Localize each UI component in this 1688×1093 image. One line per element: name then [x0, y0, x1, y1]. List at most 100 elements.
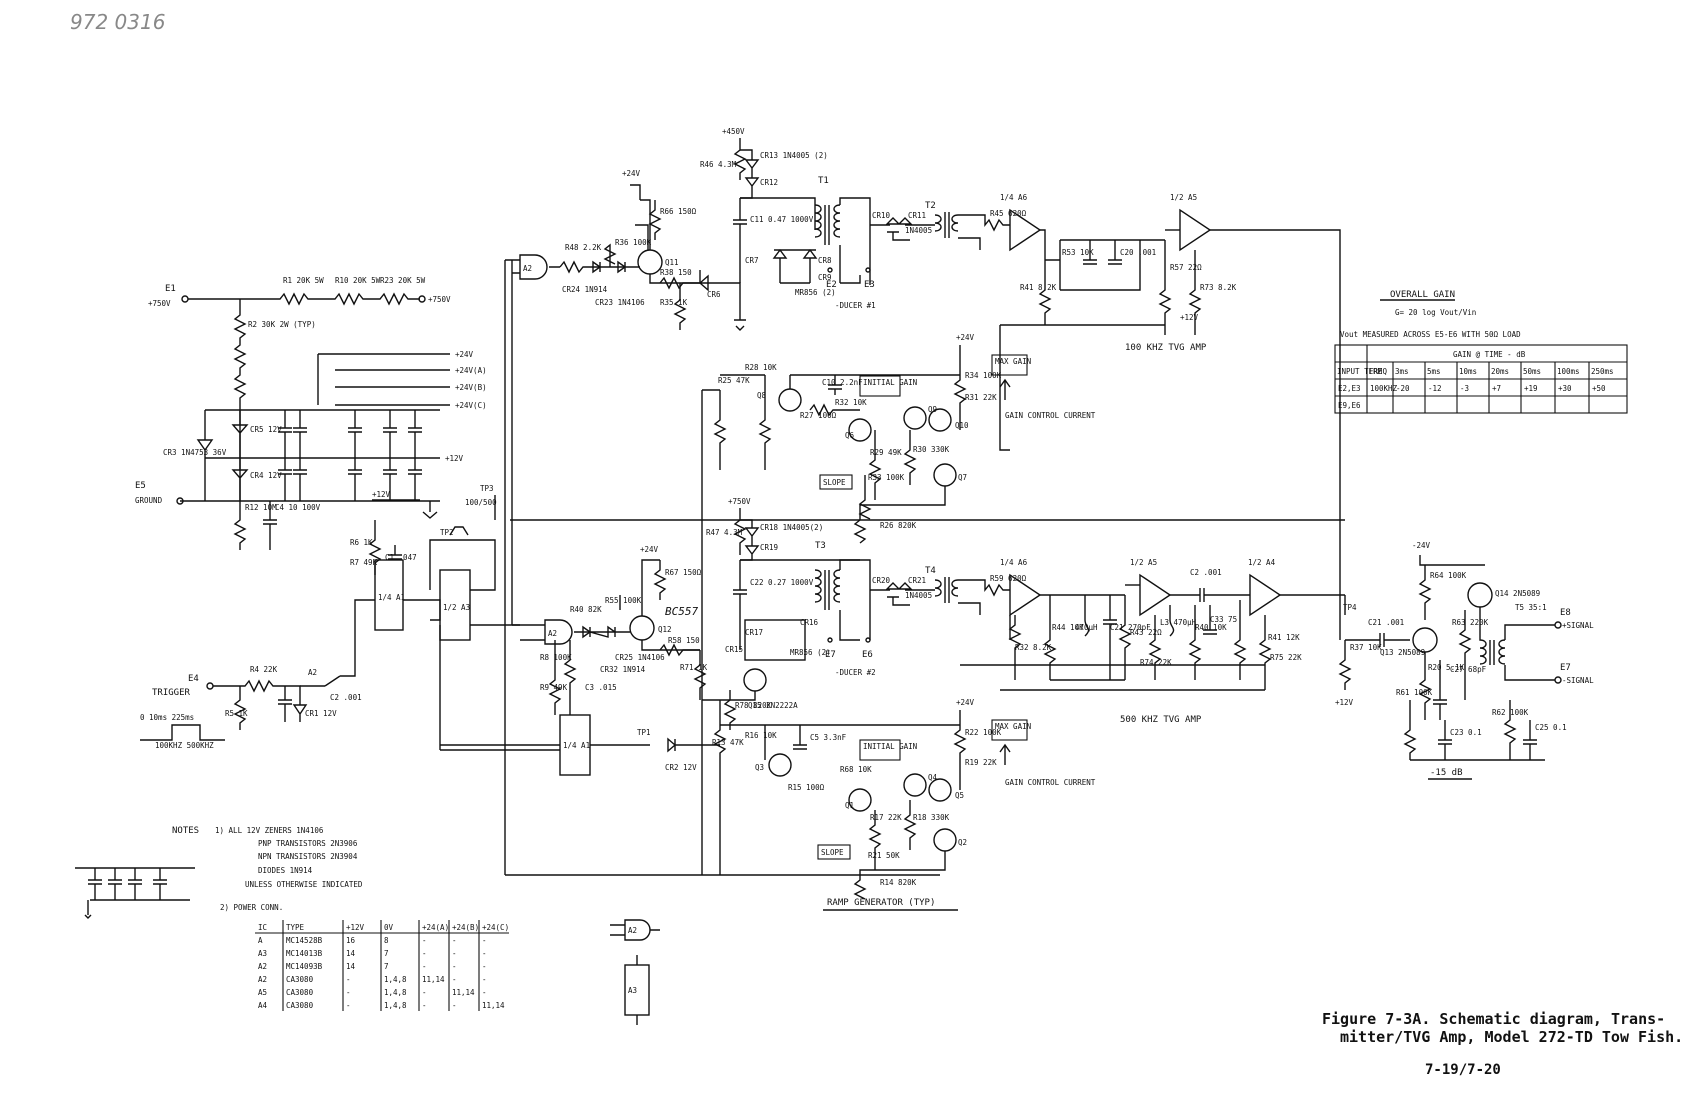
gain-table-col-header: 100ms: [1557, 367, 1580, 376]
power-table-cell: MC14093B: [286, 962, 323, 971]
label-a1b: 1/4 A1: [563, 741, 590, 750]
terminal-e9-signal: -SIGNAL: [1562, 676, 1594, 685]
label-24v: +24V: [455, 350, 474, 359]
power-supply: E1 +750V R1 20K 5W R10 20K 5W R23 20K 5W…: [135, 276, 487, 550]
power-table-cell: -: [422, 962, 427, 971]
label-24va: +24V(A): [455, 366, 487, 375]
transistor-q12: [629, 615, 655, 641]
label-gain-control-500: GAIN CONTROL CURRENT: [1005, 778, 1096, 787]
bypass-capacitors: [278, 410, 422, 501]
power-table-cell: -: [482, 962, 487, 971]
label-q4: Q4: [928, 773, 938, 782]
label-c11: C11 0.47 1000V: [750, 215, 814, 224]
svg-text:A2: A2: [523, 264, 532, 273]
transistor-q7: [933, 463, 957, 487]
terminal-e6: E6: [862, 650, 873, 660]
label-r67: R67 150Ω: [665, 568, 702, 577]
power-table-cell: -: [452, 962, 457, 971]
ramp-generator-100khz: R25 47K R28 10K Q8 C10 2.2nF INITIAL GAI…: [713, 333, 1096, 544]
gain-formula: G= 20 log Vout/Vin: [1395, 308, 1476, 317]
gain-table-cell: -12: [1428, 384, 1442, 393]
label-cr23: CR23 1N4106: [595, 298, 645, 307]
label-r78: R78 820K: [735, 701, 772, 710]
note-1: 1) ALL 12V ZENERS 1N4106: [215, 826, 324, 835]
label-100khz-tvg: 100 KHZ TVG AMP: [1125, 343, 1207, 353]
caption-line-2: mitter/TVG Amp, Model 272-TD Tow Fish.: [1340, 1028, 1684, 1046]
label-r48: R48 2.2K: [565, 243, 602, 252]
decoupling-bank: [75, 867, 195, 919]
zener-cr3: [196, 410, 214, 501]
label-c3: C3 .015: [585, 683, 617, 692]
power-table-cell: -: [452, 936, 457, 945]
power-table-cell: MC14013B: [286, 949, 323, 958]
power-table-cell: -: [482, 988, 487, 997]
figure-caption: Figure 7-3A. Schematic diagram, Trans- m…: [1322, 1010, 1684, 1046]
label-c23: C23 0.1: [1450, 728, 1482, 737]
initial-gain-box-100: [859, 375, 901, 397]
label-r57: R57 22Ω: [1170, 263, 1202, 272]
power-table-cell: A2: [258, 975, 267, 984]
label-r4: R4 22K: [250, 665, 278, 674]
power-table-cell: -: [452, 949, 457, 958]
transistor-q15: [743, 668, 767, 692]
label-cr8: CR8: [818, 256, 832, 265]
label-24v-mid: +24V: [640, 545, 659, 554]
label-r73: R73 8.2K: [1200, 283, 1237, 292]
label-r27: R27 100Ω: [800, 411, 837, 420]
label-a5a: 1/2 A5: [1170, 193, 1197, 202]
label-a4: 1/2 A4: [1248, 558, 1276, 567]
terminal-e1: E1: [165, 284, 176, 294]
label-c27: C27 68pF: [1450, 665, 1487, 674]
label-cr1: CR1 12V: [305, 709, 337, 718]
power-table-cell: 14: [346, 949, 356, 958]
amp-a4: [1249, 573, 1282, 617]
label-q5: Q5: [955, 791, 964, 800]
label-q7: Q7: [958, 473, 967, 482]
label-cr32: CR32 1N914: [600, 665, 646, 674]
label-r25: R25 47K: [718, 376, 750, 385]
label-r14: R14 820K: [880, 878, 917, 887]
transistor-q10: [928, 408, 952, 432]
note-1c: NPN TRANSISTORS 2N3904: [258, 852, 358, 861]
gain-table-col-header: 50ms: [1523, 367, 1541, 376]
output-stage: TP4 R37 10K +12V C21 .001 -24V R64 100K …: [1335, 541, 1594, 780]
gain-table-cell: -20: [1396, 384, 1410, 393]
spare-gates: A2 A3: [610, 919, 660, 1025]
amp-a6-mid: [1009, 573, 1042, 617]
power-table-cell: 11,14: [452, 988, 475, 997]
label-r64: R64 100K: [1430, 571, 1467, 580]
power-table-cell: 1,4,8: [384, 988, 407, 997]
label-r15: R15 100Ω: [788, 783, 825, 792]
transistor-q8: [778, 388, 802, 412]
power-table-cell: -: [482, 975, 487, 984]
initial-gain-box-500: [859, 739, 901, 761]
transformer-t4: [934, 577, 959, 603]
ic-a3: [439, 569, 471, 641]
label-cr13: CR13 1N4005 (2): [760, 151, 828, 160]
label-r9: R9 49K: [540, 683, 568, 692]
label-r7: R7 49K: [350, 558, 378, 567]
transistor-q3: [768, 753, 792, 777]
switch-a2: [324, 640, 356, 687]
power-table-cell: 11,14: [482, 1001, 505, 1010]
label-r61: R61 100K: [1396, 688, 1433, 697]
max-gain-box-500: [991, 719, 1028, 741]
label-trigger: TRIGGER: [152, 688, 191, 698]
terminal-e5: E5: [135, 481, 146, 491]
label-cr11: CR11: [908, 211, 926, 220]
label-r12: R12 10M: [245, 503, 277, 512]
label-r75: R75 22K: [1270, 653, 1302, 662]
transformer-t2: [934, 212, 959, 238]
label-c20: C20 .001: [1120, 248, 1156, 257]
power-table-header: 0V: [384, 923, 394, 932]
label-c25: C25 0.1: [1535, 723, 1567, 732]
label-l-470uh: 470μH: [1075, 623, 1098, 632]
terminal-e2: E2: [826, 280, 837, 290]
label-r59: R59 620Ω: [990, 574, 1027, 583]
label-r17: R17 22K: [870, 813, 902, 822]
label-cr18: CR18 1N4005(2): [760, 523, 823, 532]
label-r53: R53 10K: [1062, 248, 1094, 257]
pulse-waveform: [140, 724, 225, 741]
transistor-q5: [928, 778, 952, 802]
